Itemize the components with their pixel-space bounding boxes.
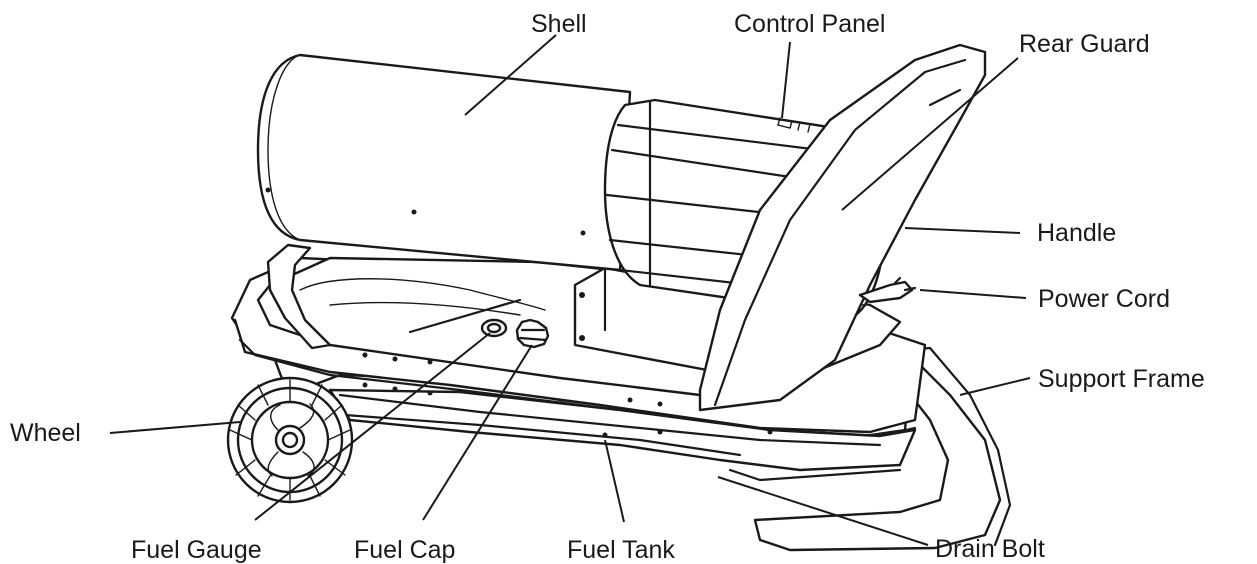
power-cord-drawing	[858, 276, 917, 304]
support-frame-drawing	[728, 346, 1012, 552]
leader-fuel-gauge	[254, 332, 491, 521]
label-control-panel: Control Panel	[734, 10, 886, 38]
label-wheel: Wheel	[10, 419, 81, 447]
leader-shell	[464, 34, 557, 116]
fuel-gauge-and-cap-drawing	[480, 318, 550, 349]
leader-support-frame	[959, 377, 1031, 396]
label-fuel-tank: Fuel Tank	[567, 536, 675, 564]
label-handle: Handle	[1037, 219, 1117, 247]
label-power-cord: Power Cord	[1038, 285, 1170, 313]
leader-fuel-tank	[604, 439, 625, 523]
label-fuel-gauge: Fuel Gauge	[131, 536, 262, 564]
leader-wheel	[109, 421, 241, 434]
leader-handle	[904, 227, 1021, 234]
label-shell: Shell	[531, 10, 587, 38]
leader-lines	[109, 34, 1031, 546]
label-drain-bolt: Drain Bolt	[935, 535, 1045, 563]
shell-drawing	[256, 53, 632, 272]
leader-fuel-cap	[422, 344, 533, 521]
front-frame-drawing	[266, 243, 332, 350]
leader-control-panel	[781, 41, 791, 119]
handle-drawing	[698, 43, 987, 412]
label-fuel-cap: Fuel Cap	[354, 536, 456, 564]
wheel-drawing	[226, 376, 354, 504]
leader-drain-bolt	[717, 476, 929, 546]
label-support-frame: Support Frame	[1038, 365, 1205, 393]
label-rear-guard: Rear Guard	[1019, 30, 1150, 58]
leader-power-cord	[919, 289, 1027, 299]
leader-rear-guard	[841, 57, 1019, 211]
